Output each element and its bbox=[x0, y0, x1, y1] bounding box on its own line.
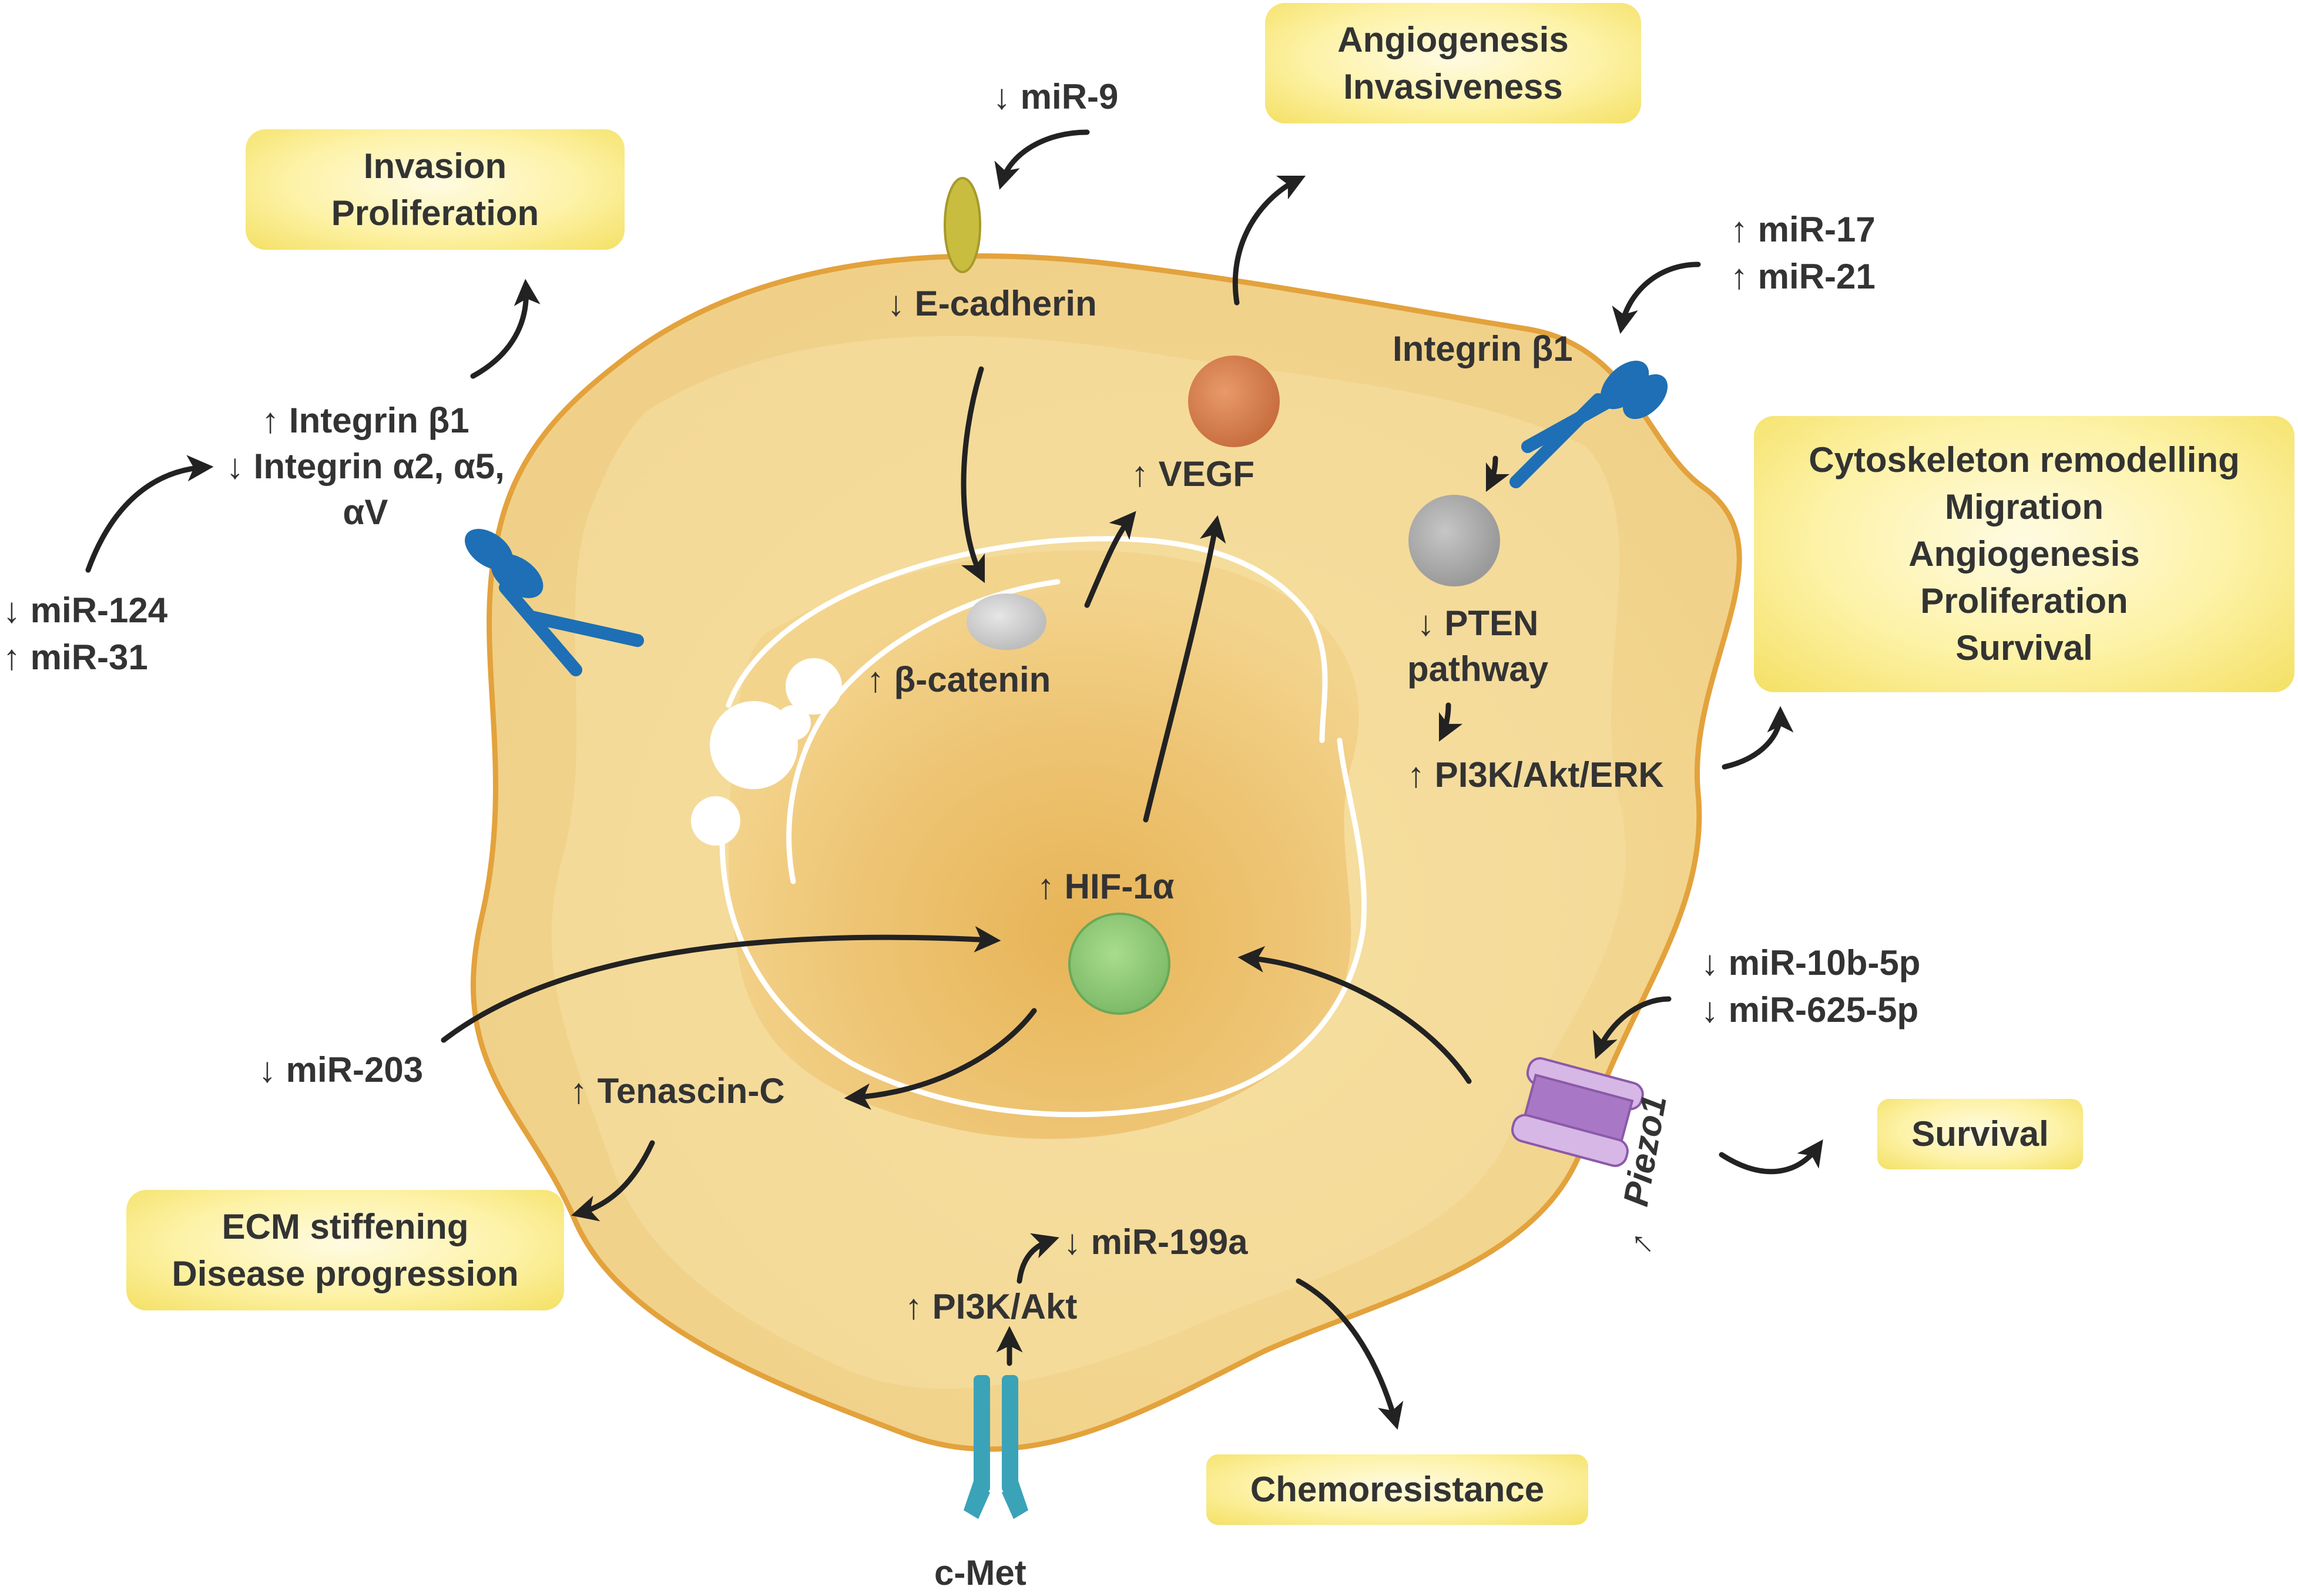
integrin-right-shape bbox=[1509, 360, 1668, 488]
box-line: Migration bbox=[1945, 487, 2104, 527]
label-betacatenin: ↑ β-catenin bbox=[867, 660, 1051, 699]
arrow-mir203-hif bbox=[441, 926, 1001, 1043]
nuclear-envelope bbox=[726, 536, 1328, 743]
integrin-left-shape bbox=[465, 529, 644, 676]
arrows bbox=[85, 129, 1823, 1430]
nuclear-envelope-lower bbox=[719, 737, 1367, 1118]
label-mir17: ↑ miR-17 bbox=[1730, 210, 1876, 249]
label-hif: ↑ HIF-1α bbox=[1037, 867, 1175, 906]
vesicle bbox=[691, 796, 740, 846]
label-pi3k-akt: ↑ PI3K/Akt bbox=[905, 1287, 1078, 1326]
arrow-tenascin-ecm bbox=[571, 1140, 655, 1222]
arrow-vegf-angiogenesis bbox=[1232, 175, 1306, 306]
box-cytoskeleton: Cytoskeleton remodelling Migration Angio… bbox=[1754, 416, 2294, 692]
label-line: pathway bbox=[1407, 649, 1549, 689]
label-integrin-b1-right: Integrin β1 bbox=[1393, 329, 1573, 368]
box-line: ECM stiffening bbox=[222, 1206, 469, 1246]
label-line: ↓ Integrin α2, α5, bbox=[226, 447, 505, 486]
box-line: Invasiveness bbox=[1343, 66, 1563, 106]
label-pi3k-akt-erk: ↑ PI3K/Akt/ERK bbox=[1407, 755, 1664, 794]
arrow-piezo-survival bbox=[1719, 1139, 1823, 1175]
label-cmet: c-Met bbox=[934, 1553, 1026, 1592]
pten-shape bbox=[1408, 495, 1500, 586]
arrow-piezo-hif bbox=[1237, 945, 1472, 1084]
label-vegf: ↑ VEGF bbox=[1131, 454, 1255, 494]
label-mir31: ↑ miR-31 bbox=[3, 638, 148, 677]
box-angiogenesis-invasiveness: Angiogenesis Invasiveness bbox=[1265, 3, 1641, 123]
box-line: Angiogenesis bbox=[1908, 534, 2140, 574]
box-line: Cytoskeleton remodelling bbox=[1809, 440, 2240, 480]
arrow-betacatenin-vegf bbox=[1084, 511, 1136, 608]
arrow-pi3k-mir199a bbox=[1017, 1233, 1059, 1284]
box-invasion-proliferation: Invasion Proliferation bbox=[246, 129, 625, 250]
box-line: Survival bbox=[1911, 1114, 2049, 1154]
vesicle bbox=[776, 705, 811, 740]
label-mir21: ↑ miR-21 bbox=[1730, 257, 1876, 296]
box-line: Angiogenesis bbox=[1337, 19, 1569, 59]
arrow-integrin-invasion bbox=[470, 279, 541, 379]
box-ecm: ECM stiffening Disease progression bbox=[126, 1190, 564, 1310]
arrow-mir9-ecadherin bbox=[994, 129, 1090, 190]
arrow-hif-tenascin bbox=[844, 1008, 1037, 1110]
arrow-pten-pi3k bbox=[1438, 702, 1463, 742]
label-mir203: ↓ miR-203 bbox=[259, 1050, 424, 1089]
label-line: ↓ PTEN bbox=[1417, 603, 1539, 643]
label-mir124: ↓ miR-124 bbox=[3, 591, 168, 630]
label-pten: ↓ PTEN pathway bbox=[1407, 601, 1548, 692]
arrow-hif-vegf bbox=[1143, 515, 1226, 823]
arrow-pi3k-cytoskeleton bbox=[1722, 706, 1794, 770]
label-line: αV bbox=[343, 492, 388, 532]
nucleus bbox=[729, 550, 1359, 1139]
vesicle bbox=[786, 658, 842, 715]
arrow-mir199a-chemo bbox=[1296, 1278, 1404, 1430]
label-integrins-left: ↑ Integrin β1 ↓ Integrin α2, α5, αV bbox=[226, 398, 505, 535]
arrow-mir10b-piezo bbox=[1592, 996, 1672, 1059]
label-line: ↑ Integrin β1 bbox=[261, 401, 469, 440]
label-mir10b: ↓ miR-10b-5p bbox=[1701, 943, 1921, 983]
label-ecadherin: ↓ E-cadherin bbox=[887, 284, 1097, 323]
piezo1-shape bbox=[1511, 1057, 1644, 1167]
label-mir9: ↓ miR-9 bbox=[993, 77, 1119, 116]
betacatenin-shape bbox=[967, 594, 1046, 650]
box-line: Disease progression bbox=[172, 1253, 519, 1293]
box-survival: Survival bbox=[1877, 1099, 2083, 1169]
arrow-mir124-integrin bbox=[85, 455, 214, 573]
ecadherin-shape bbox=[944, 177, 981, 273]
box-line: Invasion bbox=[363, 146, 507, 186]
box-line: Chemoresistance bbox=[1250, 1470, 1545, 1509]
arrow-mir17-integrin bbox=[1612, 261, 1701, 334]
box-line: Proliferation bbox=[331, 193, 539, 233]
cmet-shape bbox=[964, 1375, 1028, 1519]
arrow-ecadherin-betacatenin bbox=[961, 366, 985, 584]
hif-shape bbox=[1068, 913, 1170, 1015]
box-line: Proliferation bbox=[1920, 581, 2128, 621]
label-mir199a: ↓ miR-199a bbox=[1064, 1222, 1248, 1262]
box-line: Survival bbox=[1955, 628, 2093, 668]
vegf-shape bbox=[1188, 356, 1280, 447]
label-mir625: ↓ miR-625-5p bbox=[1701, 990, 1919, 1030]
arrow-integrin-pten bbox=[1485, 455, 1510, 492]
box-chemoresistance: Chemoresistance bbox=[1206, 1454, 1588, 1525]
label-tenascin: ↑ Tenascin-C bbox=[570, 1071, 785, 1111]
